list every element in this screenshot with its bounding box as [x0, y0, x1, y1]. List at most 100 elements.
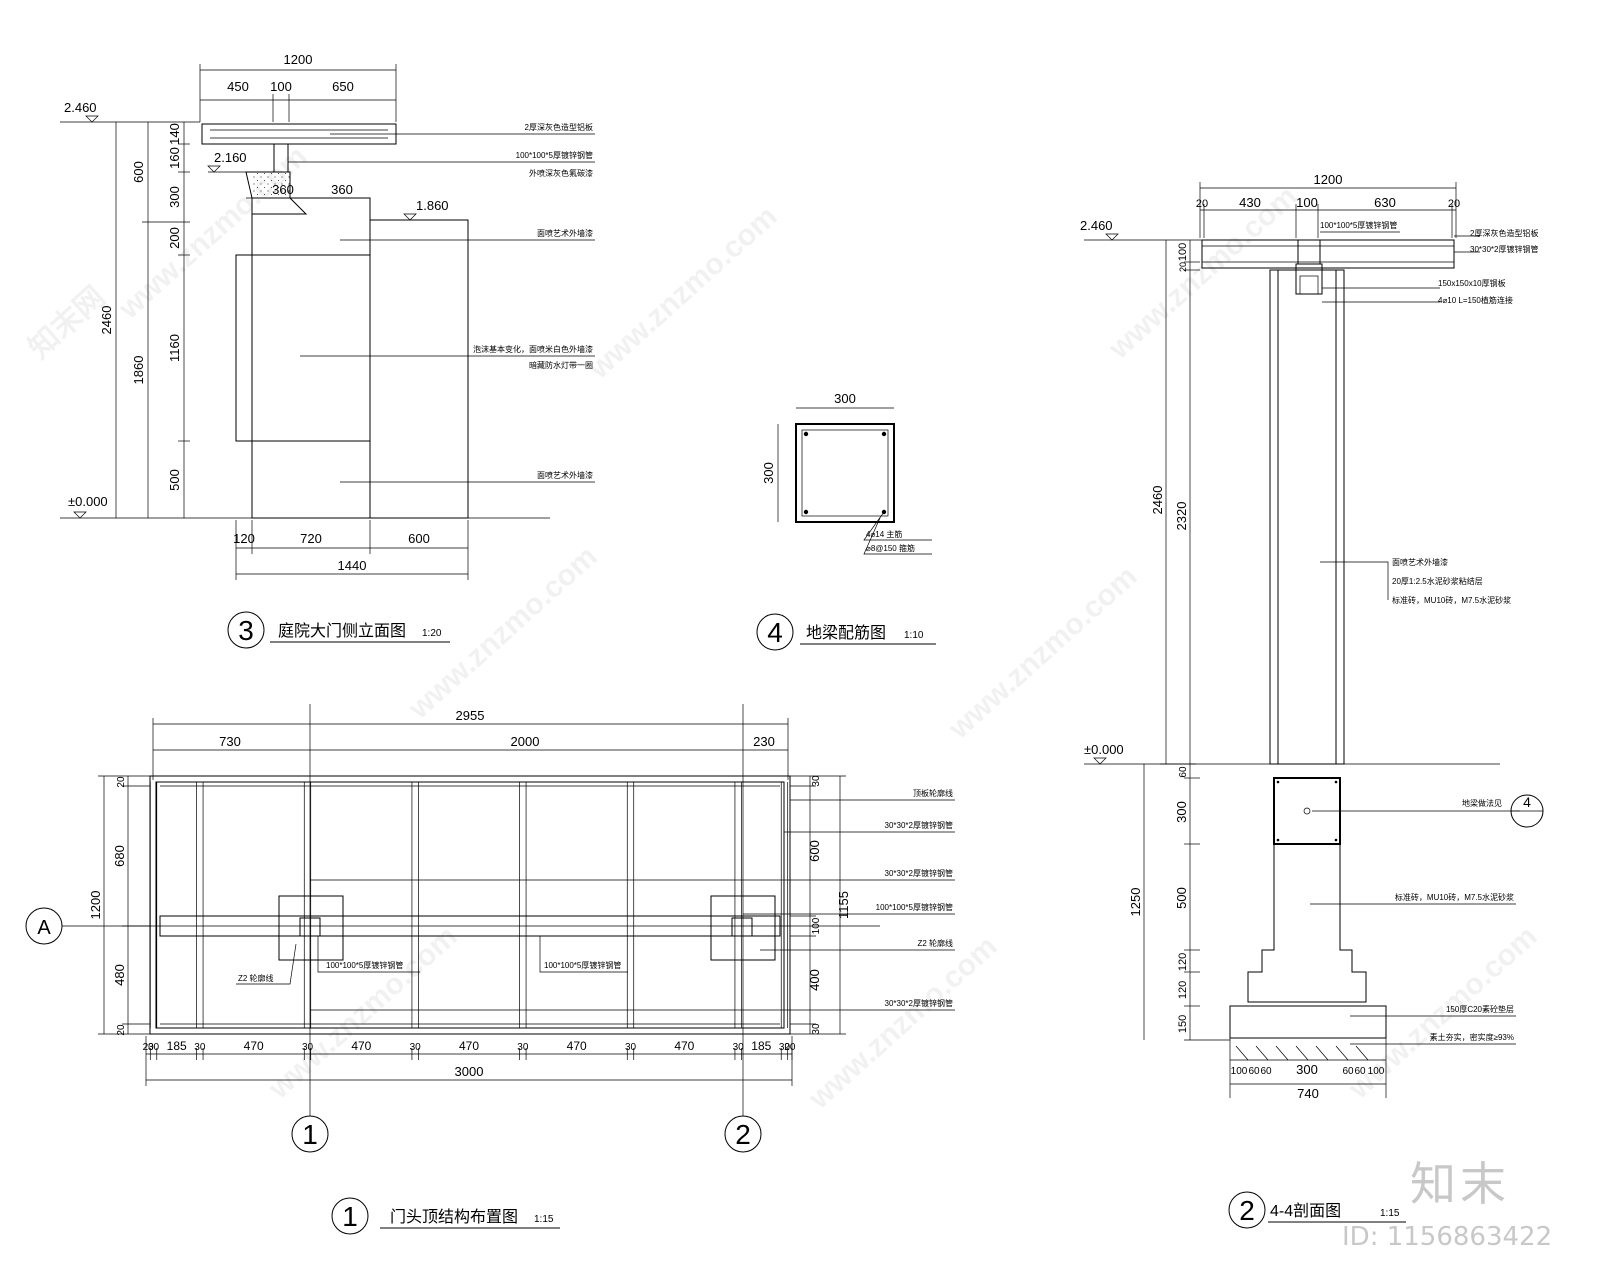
sect-bot-60d: 60	[1354, 1066, 1366, 1077]
elev-scale: 1:20	[422, 628, 442, 639]
plan-dim-left-20a: 20	[116, 776, 127, 788]
beam-note-main: 4⌀14 主筋	[866, 529, 902, 539]
plan-dim-bottom-label: 30	[410, 1042, 422, 1053]
elev-title-number: 3	[238, 615, 254, 646]
sect-note-soil: 素土夯实，密实度≥93%	[1430, 1032, 1514, 1042]
elev-dim-360a: 360	[272, 182, 294, 197]
sect-note-anchor: 4⌀10 L=150植筋连接	[1438, 295, 1513, 305]
plan-dim-bottom-label: 30	[779, 1042, 791, 1053]
elev-note-roof: 2厚深灰色造型铝板	[525, 122, 593, 132]
axis-a-label: A	[37, 917, 51, 939]
elev-dim-500: 500	[167, 469, 182, 491]
watermark-text: www.znzmo.com	[582, 200, 784, 386]
plan-dim-bottom-label: 470	[351, 1039, 371, 1053]
sect-level-zero: ±0.000	[1084, 742, 1124, 757]
plan-dim-right-600: 600	[807, 840, 822, 862]
sect-note-roof: 2厚深灰色造型铝板	[1470, 228, 1538, 238]
sect-note-tube: 30*30*2厚镀锌钢管	[1470, 244, 1538, 254]
elev-dim-360b: 360	[331, 182, 353, 197]
elev-dim-300: 300	[167, 186, 182, 208]
elev-title: 庭院大门侧立面图	[278, 622, 406, 640]
watermark-text: www.znzmo.com	[262, 920, 464, 1106]
drawing-id-label: ID: 1156863422	[1342, 1222, 1553, 1252]
sect-dim-20b: 20	[1448, 198, 1460, 210]
sect-bot-300: 300	[1296, 1062, 1318, 1077]
elev-dim-140: 140	[167, 123, 182, 145]
sect-ref-bubble: 4	[1523, 794, 1531, 810]
plan-dim-bottom-label: 30	[302, 1042, 314, 1053]
side-elevation-view: 1200 450 100 650 2.460 2.160 1.860 ±0.00…	[60, 52, 595, 649]
plan-dim-right-30a: 30	[811, 775, 822, 787]
plan-dim-bottom-label: 20	[143, 1042, 155, 1053]
plan-dim-right-400: 400	[807, 969, 822, 991]
sect-dim-150: 150	[1177, 1015, 1189, 1033]
sect-dim-left-100: 100	[1177, 243, 1189, 261]
sect-note-paint: 面喷艺术外墙漆	[1392, 557, 1448, 567]
plan-dim-bottom-label: 30	[148, 1042, 160, 1053]
plan-title-number: 1	[342, 1201, 358, 1232]
sect-dim-2460: 2460	[1150, 486, 1165, 515]
elev-dim-120: 120	[233, 531, 255, 546]
sect-level-top: 2.460	[1080, 218, 1113, 233]
sect-note-beam-ref: 地梁做法见	[1462, 798, 1502, 808]
elev-dim-1440: 1440	[338, 558, 367, 573]
sect-title-number: 2	[1239, 1195, 1255, 1226]
plan-dim-bottom-label: 30	[625, 1042, 637, 1053]
elev-dim-200: 200	[167, 227, 182, 249]
elev-level-2160: 2.160	[214, 150, 247, 165]
elev-dim-650: 650	[332, 79, 354, 94]
plan-dim-bottom-label: 185	[751, 1039, 771, 1053]
watermark-text: www.znzmo.com	[942, 560, 1144, 746]
plan-note-z2: Z2 轮廓线	[917, 938, 953, 948]
beam-note-stirrup: ⌀8@150 箍筋	[866, 543, 915, 553]
plan-note-tube-1: 30*30*2厚镀锌钢管	[885, 820, 953, 830]
beam-dim-height: 300	[761, 462, 776, 484]
sect-note-main-tube: 100*100*5厚镀锌钢管	[1320, 220, 1397, 230]
beam-title: 地梁配筋图	[806, 624, 886, 642]
beam-title-number: 4	[767, 617, 783, 648]
sect-bot-60c: 60	[1342, 1066, 1354, 1077]
plan-dim-bottom-label: 20	[784, 1042, 796, 1053]
plan-dim-2955: 2955	[456, 708, 485, 723]
elev-dim-1860: 1860	[131, 356, 146, 385]
plan-dim-3000: 3000	[455, 1064, 484, 1079]
section-4-4-view: 1200 20 430 100 630 20 2.460 ±0.000 100 …	[1080, 172, 1544, 1229]
plan-dim-bottom-label: 470	[674, 1039, 694, 1053]
sect-dim-60: 60	[1178, 766, 1189, 778]
plan-note-outline: 顶板轮廓线	[913, 788, 953, 798]
plan-dim-right-100: 100	[811, 917, 822, 934]
sect-bot-100b: 100	[1368, 1066, 1385, 1077]
sect-dim-630: 630	[1374, 195, 1396, 210]
plan-dim-bottom-label: 470	[244, 1039, 264, 1053]
sect-title: 4-4剖面图	[1270, 1202, 1341, 1220]
plan-dim-right-30b: 30	[811, 1023, 822, 1035]
sect-dim-2320: 2320	[1174, 502, 1189, 531]
plan-inner-note-tube-a: 100*100*5厚镀锌钢管	[326, 960, 403, 970]
elev-note-post: 100*100*5厚镀锌钢管	[516, 150, 593, 160]
beam-dim-width: 300	[834, 391, 856, 406]
plan-dim-bottom-label: 30	[733, 1042, 745, 1053]
plan-dim-680: 680	[112, 845, 127, 867]
plan-note-tube-2: 30*30*2厚镀锌钢管	[885, 868, 953, 878]
elev-note-stone: 泡沫基本变化，面喷米白色外墙漆	[473, 344, 593, 354]
plan-dim-left-20b: 20	[116, 1024, 127, 1036]
elev-dim-width: 1200	[284, 52, 313, 67]
sect-bot-60a: 60	[1248, 1066, 1260, 1077]
plan-dim-bottom-label: 30	[194, 1042, 206, 1053]
sect-bot-60b: 60	[1260, 1066, 1272, 1077]
roof-structure-plan-view: 2955 730 2000 230 20 680 1200 480 20 30 …	[25, 704, 955, 1235]
sect-dim-120b: 120	[1177, 981, 1189, 999]
elev-dim-1160: 1160	[167, 334, 182, 362]
sect-note-gravel: 150厚C20素砼垫层	[1446, 1004, 1514, 1014]
plan-dim-1200: 1200	[88, 891, 103, 920]
sect-dim-430: 430	[1239, 195, 1261, 210]
plan-note-main-tube: 100*100*5厚镀锌钢管	[876, 902, 953, 912]
plan-inner-note-tube-b: 100*100*5厚镀锌钢管	[544, 960, 621, 970]
elev-note-wall-paint: 面喷艺术外墙漆	[537, 228, 593, 238]
plan-inner-note-z2: Z2 轮廓线	[238, 973, 274, 983]
plan-dim-480: 480	[112, 964, 127, 986]
plan-dim-2000: 2000	[511, 734, 540, 749]
elev-dim-100: 100	[270, 79, 292, 94]
sect-dim-100: 100	[1296, 195, 1318, 210]
